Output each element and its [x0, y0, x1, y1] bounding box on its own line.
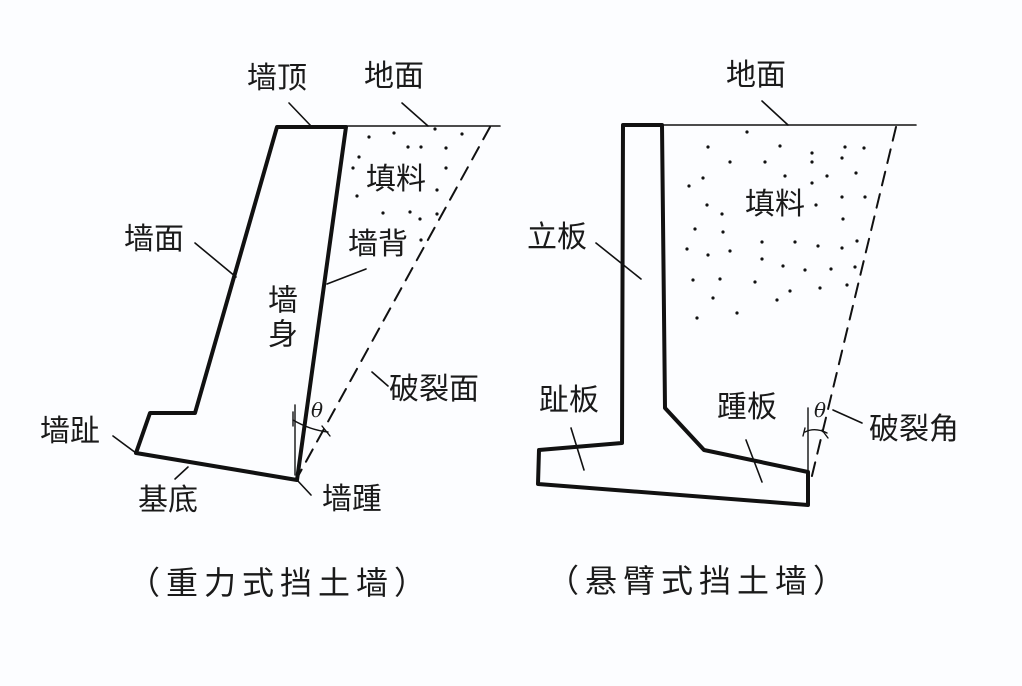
label-wall-toe: 墙趾 [40, 414, 100, 449]
gravity-backfill-dots [351, 127, 464, 242]
cantilever-angle-arc [804, 429, 828, 434]
label-heel-slab: 踵板 [717, 390, 777, 425]
label-toe-slab: 趾板 [539, 383, 599, 418]
label-backfill-right: 填料 [745, 187, 805, 222]
label-wall-face: 墙面 [124, 222, 184, 257]
caption-cantilever-wall: （悬臂式挡土墙） [547, 562, 852, 600]
label-rupture-surface: 破裂面 [389, 372, 479, 407]
label-stem: 立板 [527, 220, 587, 255]
cantilever-wall-body [536, 123, 810, 507]
label-theta-left: θ [311, 398, 324, 422]
label-ground-left: 地面 [364, 59, 424, 94]
cantilever-backfill-dots [685, 130, 867, 320]
gravity-leader-lines [112, 102, 429, 496]
label-base: 基底 [138, 483, 198, 518]
cantilever-leader-lines [570, 100, 863, 483]
label-rupture-angle: 破裂角 [869, 412, 959, 447]
cantilever-rupture-surface [809, 126, 897, 485]
label-wall-body: 墙身 [262, 284, 297, 352]
gravity-wall-body [134, 125, 348, 482]
gravity-angle-arc [292, 419, 329, 433]
label-wall-back: 墙背 [348, 227, 408, 262]
cantilever-wall-drawing [536, 100, 917, 507]
label-wall-top: 墙顶 [247, 61, 307, 96]
label-ground-right: 地面 [726, 58, 786, 93]
caption-gravity-wall: （重力式挡土墙） [128, 564, 433, 602]
label-theta-right: θ [814, 398, 827, 422]
label-backfill-left: 填料 [366, 162, 426, 197]
label-wall-heel: 墙踵 [322, 482, 382, 517]
gravity-wall-drawing [112, 102, 501, 496]
gravity-rupture-surface [296, 126, 491, 479]
